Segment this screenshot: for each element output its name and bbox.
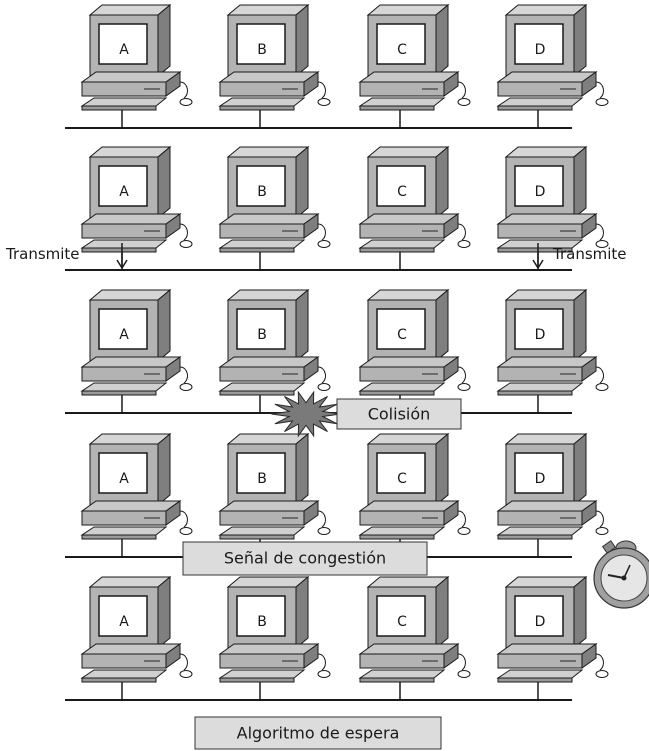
computer-a-icon: A bbox=[81, 146, 193, 271]
station-label: C bbox=[397, 471, 407, 487]
station-label: A bbox=[119, 471, 129, 487]
station-label: C bbox=[397, 614, 407, 630]
stopwatch-icon bbox=[593, 540, 649, 609]
computer-b-icon: B bbox=[219, 4, 331, 129]
network-row-3: A B C D bbox=[65, 289, 609, 414]
network-row-4: A B C D bbox=[65, 433, 609, 558]
computer-d-icon: D bbox=[497, 289, 609, 414]
backoff-box: Algoritmo de espera bbox=[194, 716, 442, 750]
network-row-5: A B C D bbox=[65, 576, 609, 701]
station-label: B bbox=[257, 184, 267, 200]
computer-c-icon: C bbox=[359, 289, 471, 414]
station-label: D bbox=[535, 42, 546, 58]
computer-d-icon: D bbox=[497, 4, 609, 129]
station-label: C bbox=[397, 184, 407, 200]
station-label: D bbox=[535, 471, 546, 487]
jam-signal-box: Señal de congestión bbox=[182, 541, 428, 576]
station-label: B bbox=[257, 327, 267, 343]
computer-b-icon: B bbox=[219, 576, 331, 701]
computer-c-icon: C bbox=[359, 576, 471, 701]
computer-b-icon: B bbox=[219, 289, 331, 414]
computer-a-icon: A bbox=[81, 4, 193, 129]
jam-signal-label: Señal de congestión bbox=[224, 549, 386, 568]
station-label: D bbox=[535, 184, 546, 200]
computer-c-icon: C bbox=[359, 146, 471, 271]
arrow-down-icon bbox=[532, 243, 544, 270]
computer-a-icon: A bbox=[81, 433, 193, 558]
collision-box: Colisión bbox=[336, 398, 462, 430]
collision-label: Colisión bbox=[368, 405, 431, 424]
transmit-label-left: Transmite bbox=[5, 245, 80, 263]
transmit-label-right: Transmite bbox=[552, 245, 627, 263]
computer-b-icon: B bbox=[219, 146, 331, 271]
station-label: C bbox=[397, 327, 407, 343]
station-label: A bbox=[119, 327, 129, 343]
station-label: A bbox=[119, 614, 129, 630]
network-row-2: A B C D bbox=[65, 146, 609, 271]
arrow-down-icon bbox=[116, 243, 128, 270]
station-label: D bbox=[535, 327, 546, 343]
station-label: D bbox=[535, 614, 546, 630]
station-label: A bbox=[119, 184, 129, 200]
computer-c-icon: C bbox=[359, 433, 471, 558]
station-label: C bbox=[397, 42, 407, 58]
station-label: A bbox=[119, 42, 129, 58]
computer-a-icon: A bbox=[81, 289, 193, 414]
station-label: B bbox=[257, 42, 267, 58]
computer-a-icon: A bbox=[81, 576, 193, 701]
station-label: B bbox=[257, 471, 267, 487]
station-label: B bbox=[257, 614, 267, 630]
starburst-icon bbox=[271, 390, 341, 438]
computer-d-icon: D bbox=[497, 146, 609, 271]
computer-b-icon: B bbox=[219, 433, 331, 558]
computer-c-icon: C bbox=[359, 4, 471, 129]
computer-d-icon: D bbox=[497, 576, 609, 701]
network-row-1: A B C D bbox=[65, 4, 609, 129]
computer-d-icon: D bbox=[497, 433, 609, 558]
backoff-label: Algoritmo de espera bbox=[237, 724, 400, 743]
